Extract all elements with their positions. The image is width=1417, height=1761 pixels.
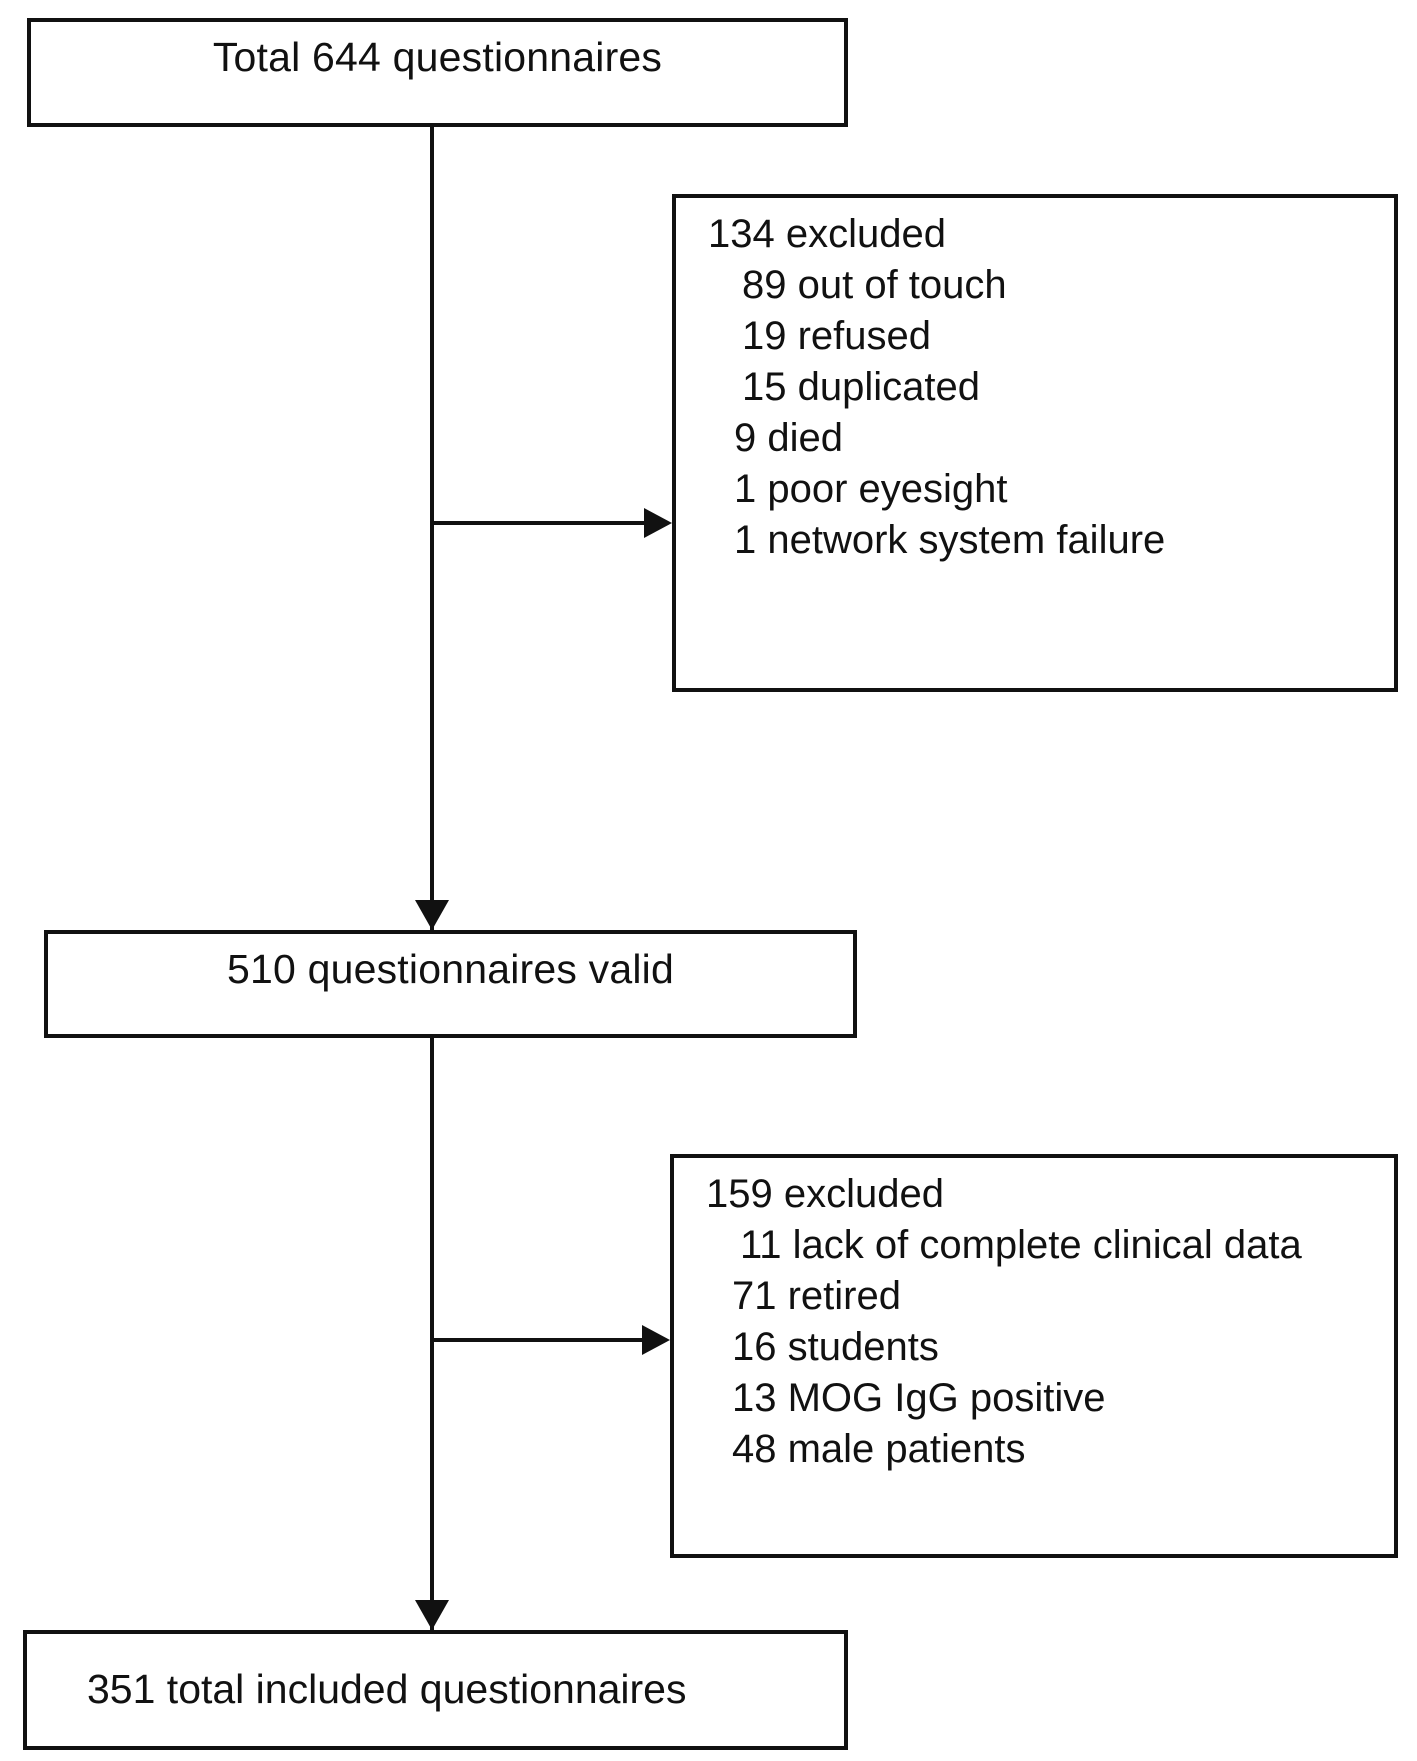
arrowhead-branch-excluded-first xyxy=(644,508,672,538)
excluded-second-reason-list: 159 excluded 11 lack of complete clinica… xyxy=(706,1174,1406,1469)
node-total-questionnaires: Total 644 questionnaires xyxy=(27,18,848,127)
excluded-first-reason-1: 19 refused xyxy=(742,314,932,358)
arrowhead-branch-excluded-second xyxy=(642,1325,670,1355)
excluded-first-reason-list: 134 excluded 89 out of touch 19 refused … xyxy=(708,214,1398,560)
excluded-first-reason-0: 89 out of touch xyxy=(742,263,1007,307)
connector-total-to-valid xyxy=(430,127,434,932)
node-total-questionnaires-label: Total 644 questionnaires xyxy=(212,34,663,80)
connector-branch-excluded-second xyxy=(430,1338,643,1342)
excluded-first-reason-3: 9 died xyxy=(734,416,843,460)
excluded-first-heading: 134 excluded xyxy=(708,212,946,256)
excluded-second-reason-1: 71 retired xyxy=(732,1274,901,1318)
node-valid-questionnaires-label: 510 questionnaires valid xyxy=(227,946,674,992)
connector-valid-to-included xyxy=(430,1038,434,1632)
arrowhead-total-to-valid xyxy=(415,900,449,930)
excluded-second-reason-0: 11 lack of complete clinical data xyxy=(740,1223,1302,1267)
arrowhead-valid-to-included xyxy=(415,1600,449,1630)
excluded-first-reason-5: 1 network system failure xyxy=(734,518,1166,562)
excluded-second-reason-2: 16 students xyxy=(732,1325,939,1369)
node-included-questionnaires-label: 351 total included questionnaires xyxy=(87,1666,687,1712)
excluded-first-reason-2: 15 duplicated xyxy=(742,365,980,409)
excluded-second-heading: 159 excluded xyxy=(706,1172,944,1216)
connector-branch-excluded-first xyxy=(430,521,645,525)
node-excluded-second xyxy=(670,1154,1398,1558)
node-included-questionnaires: 351 total included questionnaires xyxy=(23,1630,848,1750)
node-valid-questionnaires: 510 questionnaires valid xyxy=(44,930,857,1038)
excluded-second-reason-3: 13 MOG IgG positive xyxy=(732,1376,1106,1420)
excluded-second-reason-4: 48 male patients xyxy=(732,1427,1026,1471)
excluded-first-reason-4: 1 poor eyesight xyxy=(734,467,1008,511)
node-excluded-first xyxy=(672,194,1398,692)
